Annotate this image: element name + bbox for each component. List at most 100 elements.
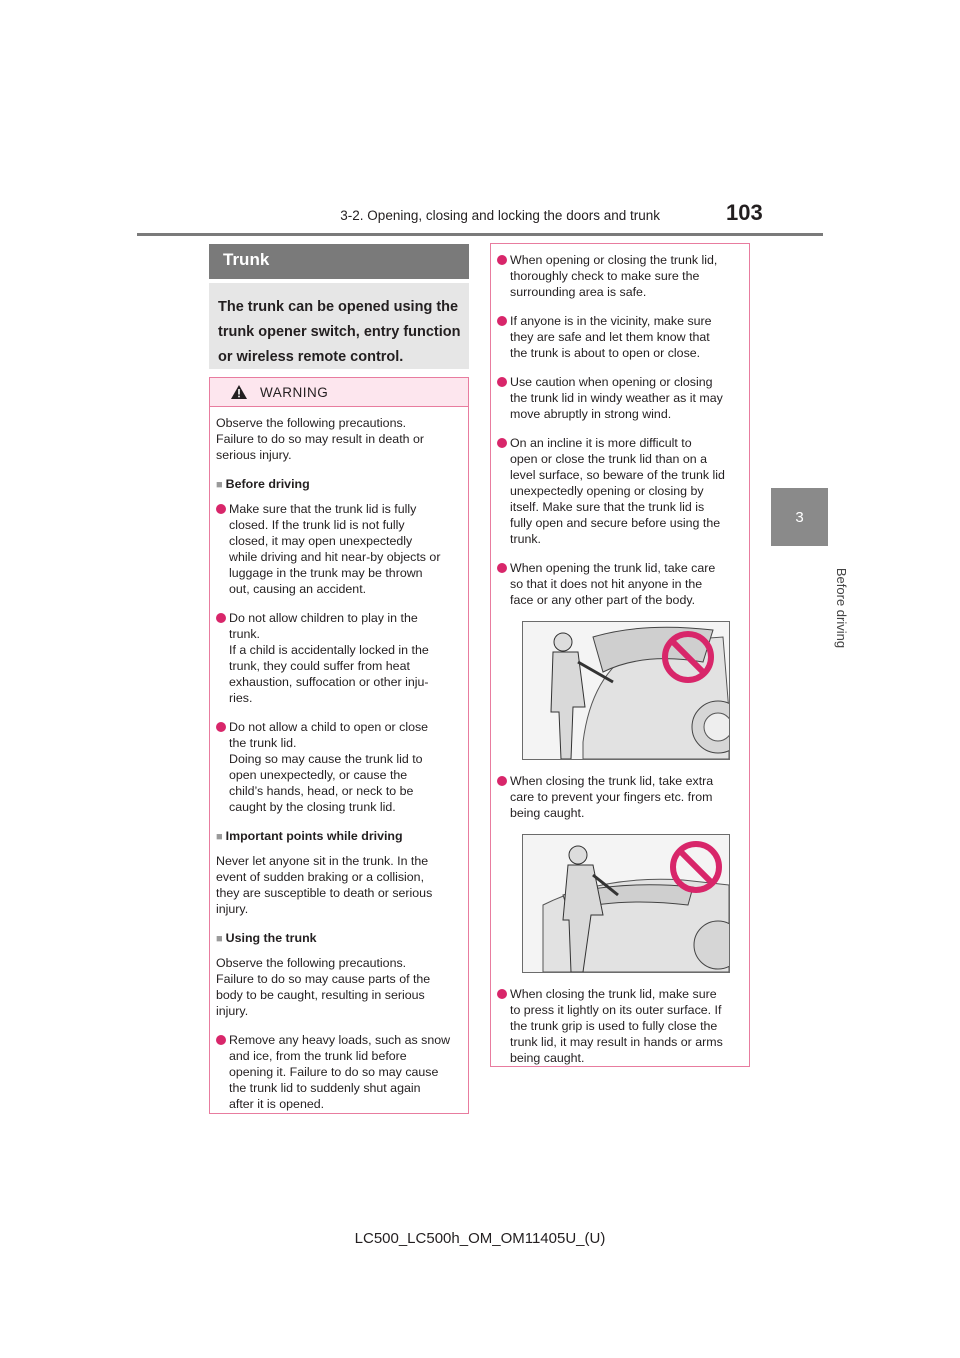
page-number: 103 xyxy=(726,200,763,225)
warning-bullet: On an incline it is more difficult to ope… xyxy=(497,435,743,547)
bullet-line: being caught. xyxy=(510,1051,585,1065)
bullet-line: exhaustion, suffocation or other inju- xyxy=(229,675,429,689)
section-intro: The trunk can be opened using the trunk … xyxy=(209,283,469,369)
bullet-line: closed, it may open unexpectedly xyxy=(229,534,413,548)
text-line: injury. xyxy=(216,1004,249,1018)
bullet-line: opening it. Failure to do so may cause xyxy=(229,1065,439,1079)
bullet-line: they are safe and let them know that xyxy=(510,330,710,344)
square-bullet-icon: ■ xyxy=(216,933,223,945)
warning-bullet: When closing the trunk lid, take extra ca… xyxy=(497,773,743,821)
bullet-line: open or close the trunk lid than on a xyxy=(510,452,708,466)
bullet-line: open unexpectedly, or cause the xyxy=(229,768,408,782)
bullet-dot-icon xyxy=(497,776,507,786)
warning-bullet: When closing the trunk lid, make sure to … xyxy=(497,986,743,1066)
chapter-tab[interactable]: 3 xyxy=(771,488,828,546)
bullet-line: When closing the trunk lid, take extra xyxy=(510,774,714,788)
illustration-closing-trunk-prohibited xyxy=(522,834,730,973)
bullet-line: while driving and hit near-by objects or xyxy=(229,550,441,564)
bullet-line: so that it does not hit anyone in the xyxy=(510,577,703,591)
warning-box-continued: When opening or closing the trunk lid, th… xyxy=(490,243,750,1067)
bullet-line: itself. Make sure that the trunk lid is xyxy=(510,500,705,514)
bullet-line: face or any other part of the body. xyxy=(510,593,696,607)
warning-bullet: When opening the trunk lid, take care so … xyxy=(497,560,743,608)
important-text: Never let anyone sit in the trunk. In th… xyxy=(216,853,462,917)
subheading-text: Before driving xyxy=(225,477,310,491)
bullet-line: the trunk lid in windy weather as it may xyxy=(510,391,723,405)
warning-intro: Observe the following precautions. Failu… xyxy=(216,415,462,463)
bullet-line: out, causing an accident. xyxy=(229,582,367,596)
warning-label: WARNING xyxy=(260,384,329,400)
footer-code: LC500_LC500h_OM_OM11405U_(U) xyxy=(354,1230,606,1247)
bullet-line: the trunk lid. xyxy=(229,736,297,750)
bullet-line: Do not allow a child to open or close xyxy=(229,720,429,734)
bullet-line: When opening or closing the trunk lid, xyxy=(510,253,718,267)
bullet-line: the trunk is about to open or close. xyxy=(510,346,701,360)
warning-bullet: Do not allow children to play in the trun… xyxy=(216,610,462,706)
warning-bullet: If anyone is in the vicinity, make sure t… xyxy=(497,313,743,361)
subheading-text: Using the trunk xyxy=(225,931,317,945)
warning-bullet: Do not allow a child to open or close the… xyxy=(216,719,462,815)
text-line: Observe the following precautions. xyxy=(216,416,407,430)
header-rule xyxy=(137,233,823,236)
text-line: Failure to do so may cause parts of the xyxy=(216,972,431,986)
warning-header: WARNING xyxy=(210,378,468,407)
bullet-line: child’s hands, head, or neck to be xyxy=(229,784,414,798)
bullet-line: If a child is accidentally locked in the xyxy=(229,643,429,657)
bullet-line: caught by the closing trunk lid. xyxy=(229,800,396,814)
bullet-line: surrounding area is safe. xyxy=(510,285,647,299)
intro-line: The trunk can be opened using the xyxy=(218,299,459,315)
prohibition-icon xyxy=(670,841,722,893)
bullet-line: Do not allow children to play in the xyxy=(229,611,418,625)
chapter-label-text: Before driving xyxy=(834,567,849,649)
intro-line: trunk opener switch, entry function xyxy=(218,324,461,340)
warning-bullet: Make sure that the trunk lid is fully clo… xyxy=(216,501,462,597)
bullet-line: Make sure that the trunk lid is fully xyxy=(229,502,417,516)
bullet-line: trunk lid, it may result in hands or arm… xyxy=(510,1035,723,1049)
bullet-line: If anyone is in the vicinity, make sure xyxy=(510,314,712,328)
bullet-line: Remove any heavy loads, such as snow xyxy=(229,1033,451,1047)
text-line: body to be caught, resulting in serious xyxy=(216,988,425,1002)
bullet-line: On an incline it is more difficult to xyxy=(510,436,692,450)
warning-triangle-icon xyxy=(231,385,247,399)
bullet-line: When closing the trunk lid, make sure xyxy=(510,987,717,1001)
text-line: Observe the following precautions. xyxy=(216,956,407,970)
text-line: Never let anyone sit in the trunk. In th… xyxy=(216,854,429,868)
subheading-important-points: ■Important points while driving xyxy=(216,828,462,845)
bullet-dot-icon xyxy=(497,989,507,999)
bullet-line: Use caution when opening or closing xyxy=(510,375,713,389)
running-header: 3-2. Opening, closing and locking the do… xyxy=(340,208,660,223)
bullet-dot-icon xyxy=(216,722,226,732)
bullet-line: to press it lightly on its outer surface… xyxy=(510,1003,722,1017)
text-line: injury. xyxy=(216,902,249,916)
bullet-dot-icon xyxy=(497,438,507,448)
bullet-line: move abruptly in strong wind. xyxy=(510,407,672,421)
bullet-line: When opening the trunk lid, take care xyxy=(510,561,716,575)
section-title: Trunk xyxy=(209,244,469,279)
bullet-dot-icon xyxy=(216,613,226,623)
using-text: Observe the following precautions. Failu… xyxy=(216,955,462,1019)
bullet-line: level surface, so beware of the trunk li… xyxy=(510,468,725,482)
bullet-line: trunk. xyxy=(510,532,541,546)
bullet-line: trunk. xyxy=(229,627,260,641)
subheading-using-trunk: ■Using the trunk xyxy=(216,930,462,947)
bullet-line: closed. If the trunk lid is not fully xyxy=(229,518,405,532)
prohibition-icon xyxy=(662,631,714,683)
bullet-line: fully open and secure before using the xyxy=(510,516,721,530)
bullet-line: after it is opened. xyxy=(229,1097,325,1111)
bullet-line: care to prevent your fingers etc. from xyxy=(510,790,713,804)
warning-bullet: When opening or closing the trunk lid,th… xyxy=(497,252,743,300)
warning-box: WARNING Observe the following precaution… xyxy=(209,377,469,1114)
text-line: serious injury. xyxy=(216,448,292,462)
subheading-before-driving: ■Before driving xyxy=(216,476,462,493)
chapter-label: Before driving xyxy=(769,558,849,658)
text-line: they are susceptible to death or serious xyxy=(216,886,433,900)
bullet-line: the trunk lid to suddenly shut again xyxy=(229,1081,421,1095)
bullet-line: ries. xyxy=(229,691,253,705)
intro-line: or wireless remote control. xyxy=(218,349,404,365)
bullet-line: unexpectedly opening or closing by xyxy=(510,484,704,498)
bullet-dot-icon xyxy=(497,316,507,326)
warning-bullet: Use caution when opening or closing the t… xyxy=(497,374,743,422)
bullet-dot-icon xyxy=(497,377,507,387)
text-line: Failure to do so may result in death or xyxy=(216,432,424,446)
